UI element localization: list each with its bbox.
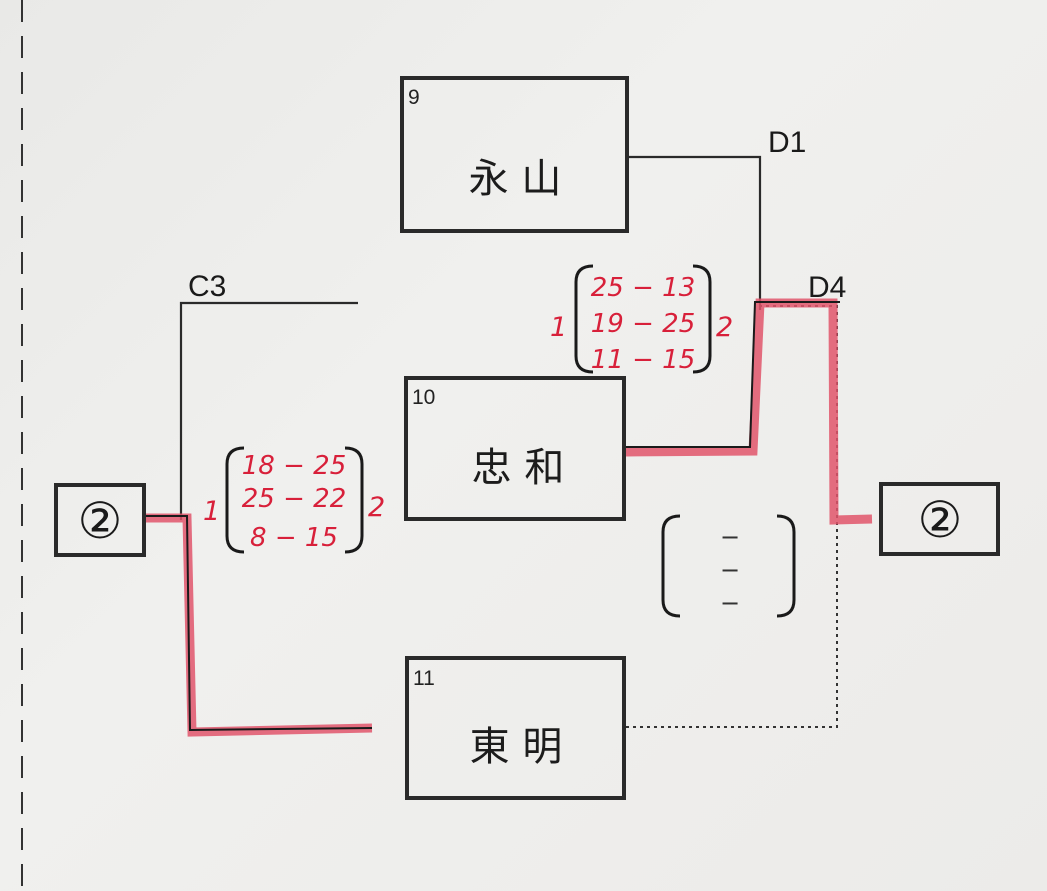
bracket-paren-left bbox=[574, 264, 594, 374]
team-number: 10 bbox=[412, 386, 435, 409]
sets-won-left: 1 bbox=[203, 496, 220, 527]
bracket-lines bbox=[179, 155, 762, 520]
team-number: 11 bbox=[413, 667, 435, 690]
slot-label-d1: D1 bbox=[768, 126, 806, 159]
set-score: 19 − 25 bbox=[591, 309, 695, 339]
d1-connector bbox=[628, 155, 762, 310]
empty-set-score: − bbox=[720, 523, 740, 551]
bracket-paren-left bbox=[661, 514, 681, 618]
set-score: 25 − 13 bbox=[591, 273, 695, 303]
team-name: 永 山 bbox=[469, 156, 562, 202]
c3-connector bbox=[179, 301, 358, 520]
team-box-11: 11 東 明 bbox=[405, 656, 626, 800]
set-score: 25 − 22 bbox=[242, 484, 346, 514]
empty-set-score: − bbox=[720, 589, 740, 617]
team-number: 9 bbox=[408, 86, 420, 109]
empty-set-score: − bbox=[720, 556, 740, 584]
score-block-pending: − − − bbox=[661, 514, 796, 618]
bracket-paren-right bbox=[692, 264, 712, 374]
bracket-paren-left bbox=[225, 446, 245, 554]
score-block-lower: 18 − 25 25 − 22 8 − 15 1 2 bbox=[203, 446, 385, 554]
bracket-paren-right bbox=[776, 514, 796, 618]
upper-ink-line bbox=[626, 301, 840, 448]
set-score: 8 − 15 bbox=[250, 523, 338, 553]
seed-box-left: ② bbox=[54, 483, 146, 557]
set-score: 11 − 15 bbox=[591, 345, 695, 375]
team-name: 東 明 bbox=[470, 724, 563, 770]
sets-won-right: 2 bbox=[716, 312, 733, 343]
team-box-9: 9 永 山 bbox=[400, 76, 629, 233]
slot-label-c3: C3 bbox=[188, 270, 226, 303]
winner-overlay-lines bbox=[146, 301, 840, 732]
bracket-paren-right bbox=[344, 446, 364, 554]
lower-ink-line bbox=[146, 515, 373, 732]
seed-box-right: ② bbox=[879, 482, 1000, 556]
seed-label: ② bbox=[78, 492, 123, 550]
team-name: 忠 和 bbox=[472, 445, 565, 491]
slot-label-d4: D4 bbox=[808, 271, 846, 304]
set-score: 18 − 25 bbox=[242, 451, 346, 481]
score-block-upper: 25 − 13 19 − 25 11 − 15 1 2 bbox=[550, 264, 733, 375]
seed-label: ② bbox=[918, 491, 963, 549]
team-box-10: 10 忠 和 bbox=[404, 376, 626, 521]
sets-won-right: 2 bbox=[368, 492, 385, 523]
sets-won-left: 1 bbox=[550, 312, 567, 343]
